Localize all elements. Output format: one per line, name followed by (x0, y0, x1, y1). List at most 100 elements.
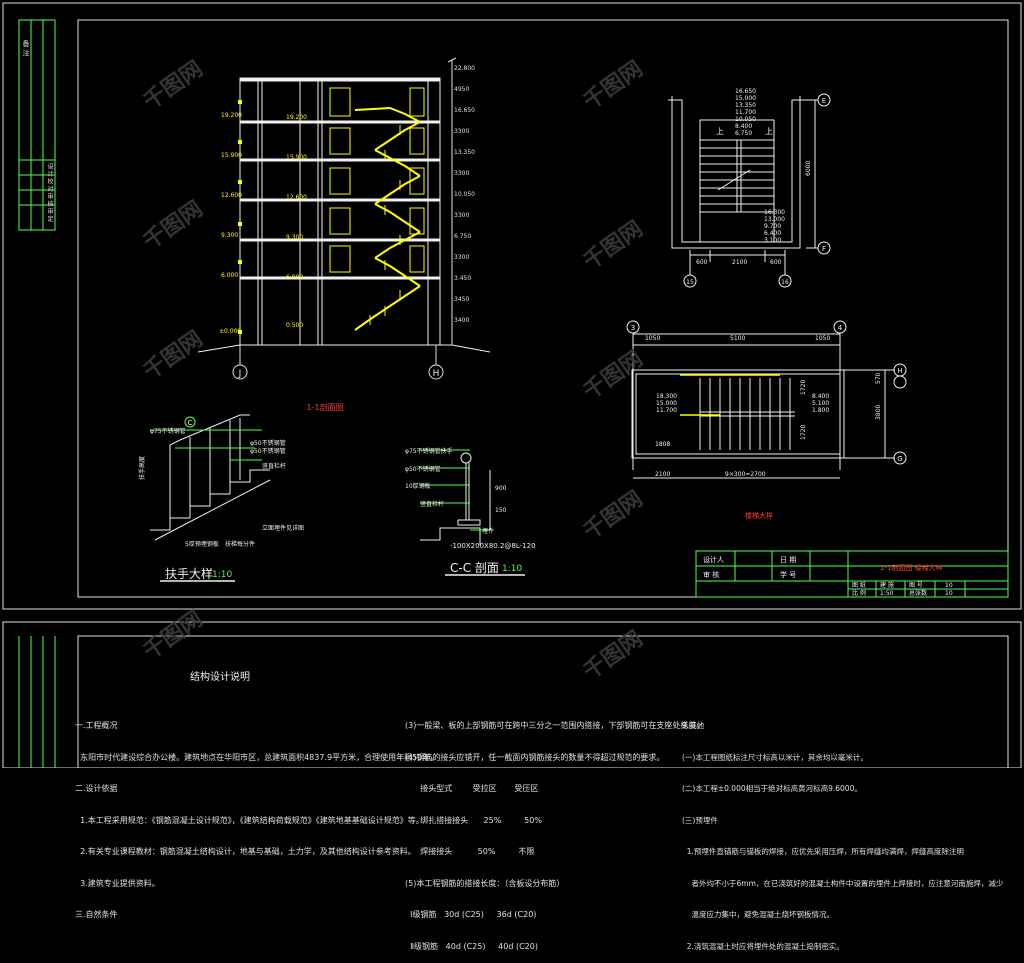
cc-callout-2: φ50不锈钢管 (405, 465, 441, 473)
inner-elevation: 19.200 (286, 114, 307, 121)
tb-date: 日 期 (780, 556, 796, 564)
note-line: Ⅱ级钢筋 40d (C25) 40d (C20) (405, 941, 538, 951)
stair-plan-top-drawing (668, 93, 831, 288)
bot-dim-top-1: 5100 (730, 335, 745, 342)
bot-dim-top-0: 1050 (645, 335, 660, 342)
watermark-2: 千图网 (579, 57, 647, 115)
upper-sheet-border (2, 2, 1022, 610)
right-dim: 10.050 (454, 191, 475, 198)
top-dim-0: 600 (696, 259, 708, 266)
cc-scale: 1:10 (502, 564, 522, 574)
note-line: (3)一般梁、板的上部钢筋可在跨中三分之一范围内搭接，下部钢筋可在支座处搭接。 (405, 721, 705, 730)
top-level-low-3: 6.400 (764, 230, 781, 237)
cc-section-drawing (420, 449, 491, 545)
bot-level-0: 18.300 (656, 393, 677, 400)
axis-g: G (897, 455, 902, 463)
left-elevation: 9.300 (221, 232, 239, 239)
axis-j-label: J (238, 369, 242, 379)
right-dim: 3300 (454, 170, 470, 177)
left-elevation: 15.900 (221, 152, 242, 159)
bot-level-1: 15.000 (656, 400, 677, 407)
right-dim: 22.800 (454, 65, 475, 72)
top-level-0: 16.650 (735, 88, 756, 95)
right-dim: 3.450 (454, 275, 472, 282)
tb-designer: 设计人 (703, 555, 724, 564)
notes-column-2: (3)一般梁、板的上部钢筋可在跨中三分之一范围内搭接，下部钢筋可在支座处搭接。 … (405, 700, 704, 963)
note-line: 者外均不小于6mm，在已浇筑好的混凝土构件中设置的埋件上焊接时，应注意河南施焊，… (682, 878, 1004, 888)
stair-plan-bottom-labels: 1050 5100 1050 2100 9×300=2700 1808 1720… (631, 324, 903, 520)
axis-15: 15 (686, 279, 694, 286)
watermark-1: 千图网 (139, 57, 207, 115)
handrail-callout-6: 立面埋件见详图 (262, 524, 304, 532)
handrail-callout-1: φ75不锈钢管 (150, 427, 186, 435)
left-margin-strip (18, 19, 56, 231)
handrail-scale: 1:10 (212, 570, 232, 580)
right-dim: 3400 (454, 317, 470, 324)
note-line: Ⅰ级钢筋 30d (C25) 36d (C20) (405, 910, 537, 919)
note-line: (4)钢筋的接头应错开，任一截面内钢筋接头的数量不得超过规范的要求。 (405, 752, 665, 762)
cc-callout-5: 埋件 (482, 527, 494, 535)
tb-total-label: 总张数 (909, 589, 927, 597)
handrail-callout-7: 5厚预埋钢板 (185, 540, 219, 548)
top-dim-1: 2100 (732, 259, 747, 266)
notes-column-3: 9.其他 (一)本工程图纸标注尺寸标高以米计，其余均以毫米计。 (二)本工程±0… (682, 700, 1003, 963)
bot-dim-right-1: 1720 (800, 425, 807, 440)
tb-category: 建 施 (880, 581, 894, 589)
stair-plan-title: 楼梯大样 (745, 511, 773, 520)
axis-h-label: H (433, 369, 440, 379)
top-dim-2: 600 (770, 259, 782, 266)
inner-elevation: 6.000 (286, 274, 304, 281)
left-elevations: 19.200 15.900 12.600 9.300 6.000 (221, 96, 242, 296)
right-dim: 3300 (454, 128, 470, 135)
bot-dim-right-0: 1720 (800, 380, 807, 395)
watermark-5: 千图网 (579, 347, 647, 405)
note-line: 三.自然条件 (75, 910, 118, 919)
note-line: 东阳市时代建设综合办公楼。建筑地点在华阳市区，总建筑面积4837.9平方米，合理… (75, 752, 439, 762)
handrail-detail-drawing: C (150, 414, 271, 541)
stair-plan-bottom-drawing (626, 320, 907, 479)
top-dim-right: 6000 (805, 161, 812, 176)
right-dim: 16.650 (454, 107, 475, 114)
bot-level-3: 8.400 (812, 393, 829, 400)
lower-drawing-frame (77, 635, 1009, 768)
cc-callout-4: 竖直栏杆 (420, 500, 444, 508)
right-dim: 3300 (454, 254, 470, 261)
tb-check: 审 核 (703, 570, 719, 579)
stair-plan-top-labels: 16.650 15.000 13.350 11.700 10.050 8.400… (686, 88, 826, 286)
top-level-5: 8.400 (735, 123, 752, 130)
tb-sheet-no: 10 (945, 582, 953, 589)
note-line: (三)预埋件 (682, 815, 718, 825)
right-dim: 6.750 (454, 233, 472, 240)
tb-number: 学 号 (780, 570, 796, 579)
top-level-2: 13.350 (735, 102, 756, 109)
note-line: 3.建筑专业提供资料。 (75, 878, 160, 888)
margin-label-proof: 校 对 (46, 178, 53, 192)
top-level-low-1: 13.000 (764, 216, 785, 223)
cad-drawing-canvas: J H 1-1剖面图 C φ75不锈钢管 φ50不锈钢管 φ50不锈钢管 竖直栏… (2, 2, 1022, 768)
inner-elevations: 19.200 15.900 12.600 9.300 6.000 (286, 98, 307, 298)
watermark-9: 千图网 (139, 197, 207, 255)
inner-elevation-ground: 0.500 (286, 322, 304, 329)
bot-dim-left: 1808 (655, 441, 670, 448)
title-block-text: 设计人 日 期 审 核 学 号 1-1剖面图 楼梯大样 图 纸 建 施 图 号 … (703, 555, 953, 597)
right-dim: 4950 (454, 86, 470, 93)
top-level-4: 10.050 (735, 116, 756, 123)
top-level-3: 11.700 (735, 109, 756, 116)
handrail-title: 扶手大样 (165, 566, 213, 581)
note-line: 温度应力集中，避免混凝土烧坏钢板情况。 (682, 910, 835, 919)
note-line: (5)本工程钢筋的搭接长度：（含板设分布筋） (405, 878, 565, 888)
bot-dim-bottom-0: 2100 (655, 471, 670, 478)
right-dim: 3300 (454, 212, 470, 219)
watermark-layer: 千图网 千图网 千图网 千图网 千图网 千图网 千图网 千图网 千图网 (139, 57, 647, 685)
handrail-callout-8: 扶梯每分件 (225, 540, 255, 548)
top-up-label-1: 上 (716, 127, 724, 136)
notes-column-1: 一.工程概况 东阳市时代建设综合办公楼。建筑地点在华阳市区，总建筑面积4837.… (75, 700, 438, 931)
notes-title: 结构设计说明 (190, 670, 250, 683)
top-level-low-4: 3.100 (764, 237, 781, 244)
note-line: 2.浇筑混凝土时应将埋件处的混凝土捣制密实。 (682, 941, 844, 951)
tb-scale: 1:50 (880, 590, 894, 597)
lower-sheet-border (2, 621, 1022, 768)
left-elevation-ground: ±0.000 (219, 328, 242, 335)
axis-4: 4 (838, 324, 843, 332)
handrail-callout-5: 扶手高度 (138, 456, 146, 480)
